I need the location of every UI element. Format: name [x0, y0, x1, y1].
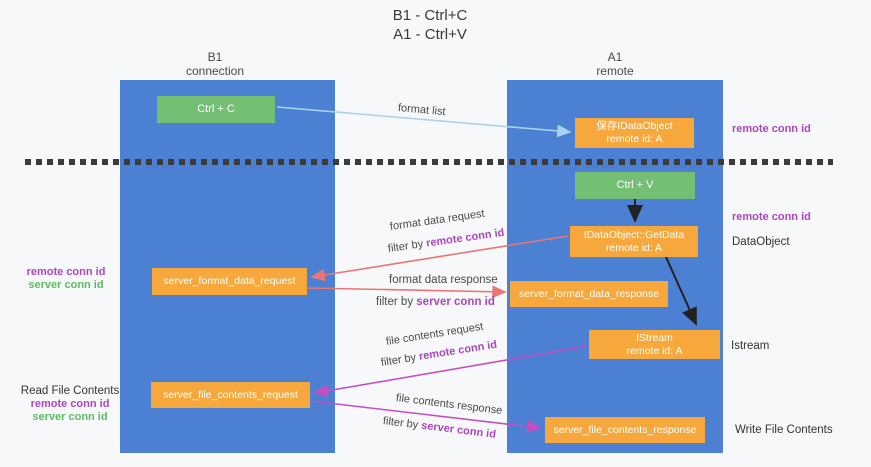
filter-prefix-4: filter by — [382, 415, 419, 432]
filter-remote-conn-id-2: remote conn id — [418, 338, 498, 363]
node-server-file-contents-response: server_file_contents_response — [545, 417, 705, 443]
filter-prefix-3: filter by — [380, 351, 417, 369]
side-label-dataobject: DataObject — [732, 236, 790, 248]
phase-separator-dashed-line — [25, 159, 833, 165]
title-line-1: B1 - Ctrl+C — [392, 7, 468, 24]
node-ctrl-v: Ctrl + V — [575, 172, 695, 199]
diagram-title: B1 - Ctrl+C A1 - Ctrl+V — [330, 6, 530, 44]
side-label-istream: Istream — [731, 340, 770, 352]
node-ctrl-c: Ctrl + C — [157, 96, 275, 123]
node-istream: IStream remote id: A — [589, 330, 720, 359]
edge-label-file-contents-response: file contents response — [395, 392, 503, 417]
node-server-format-data-request: server_format_data_request — [152, 268, 307, 295]
filter-prefix-1: filter by — [387, 238, 424, 255]
left-column-role: connection — [185, 64, 245, 78]
edge-label-format-data-response: format data response — [389, 274, 498, 286]
arrow-format-data-response — [307, 285, 507, 299]
node-file-request-label: server_file_contents_request — [163, 388, 298, 401]
node-save-dataobject-line1: 保存IDataObject — [596, 120, 673, 132]
read-server-conn-id: server conn id — [32, 411, 108, 423]
filter-remote-conn-id-1: remote conn id — [425, 226, 506, 250]
left-remote-conn-id: remote conn id — [26, 266, 106, 278]
right-column-role: remote — [596, 64, 634, 78]
title-line-2: A1 - Ctrl+V — [393, 26, 467, 43]
node-server-format-data-response: server_format_data_response — [510, 281, 668, 307]
left-column-header: B1 connection — [150, 50, 280, 78]
node-ctrl-v-label: Ctrl + V — [616, 179, 654, 191]
read-file-contents-label: Read File Contents — [20, 385, 120, 397]
read-remote-conn-id: remote conn id — [30, 398, 110, 410]
node-format-response-label: server_format_data_response — [518, 287, 660, 300]
right-column-name: A1 — [607, 50, 623, 64]
node-ctrl-c-label: Ctrl + C — [197, 103, 235, 115]
filter-server-conn-id-2: server conn id — [420, 419, 497, 441]
edge-label-filter-server-1: filter by server conn id — [376, 296, 495, 308]
side-label-write-file-contents: Write File Contents — [735, 424, 833, 436]
node-format-request-label: server_format_data_request — [163, 275, 296, 287]
filter-server-conn-id-1: server conn id — [416, 296, 495, 308]
node-getdata-line1: IDataObject::GetData — [583, 228, 685, 241]
node-save-dataobject: 保存IDataObject remote id: A — [575, 118, 694, 148]
node-save-dataobject-line2: remote id: A — [606, 133, 663, 145]
edge-label-format-data-request: format data request — [389, 207, 486, 233]
left-column-name: B1 — [207, 50, 223, 64]
edge-label-format-list: format list — [397, 102, 447, 119]
right-column-header: A1 remote — [550, 50, 680, 78]
node-getdata-line2: remote id: A — [605, 241, 663, 254]
node-server-file-contents-request: server_file_contents_request — [151, 382, 310, 408]
node-istream-line2: remote id: A — [626, 344, 683, 357]
side-label-remote-conn-id-top: remote conn id — [732, 123, 811, 135]
node-file-response-label: server_file_contents_response — [553, 423, 697, 436]
left-conn-id-group: remote conn id server conn id — [14, 266, 118, 292]
node-istream-line1: IStream — [636, 331, 673, 344]
side-label-remote-conn-id-mid: remote conn id — [732, 211, 811, 223]
filter-prefix-2: filter by — [376, 296, 414, 308]
node-idataobject-getdata: IDataObject::GetData remote id: A — [570, 226, 698, 257]
read-file-contents-group: Read File Contents remote conn id server… — [18, 385, 122, 424]
edge-label-filter-server-2: filter by server conn id — [382, 415, 496, 441]
left-server-conn-id: server conn id — [28, 279, 104, 291]
